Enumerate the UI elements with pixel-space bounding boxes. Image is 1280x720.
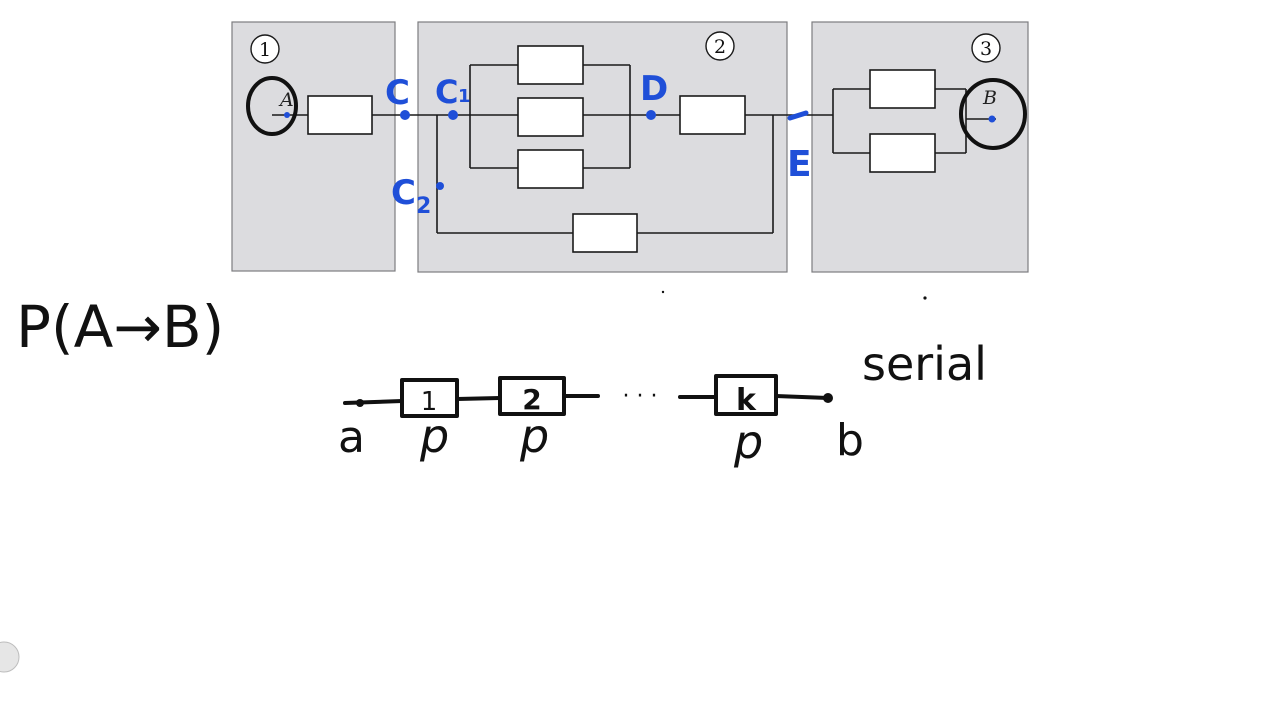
component-box bbox=[679, 95, 746, 135]
component-box bbox=[307, 95, 373, 135]
component-box bbox=[572, 213, 638, 253]
serial-label: serial bbox=[862, 337, 987, 391]
series-p-1: p bbox=[419, 409, 449, 463]
annotation-c1: C 1 bbox=[435, 73, 471, 120]
component-box bbox=[517, 97, 584, 137]
svg-text:C: C bbox=[385, 73, 410, 113]
svg-text:E: E bbox=[787, 144, 812, 185]
circle-around-a bbox=[246, 76, 298, 136]
svg-text:C: C bbox=[435, 73, 458, 111]
component-box bbox=[517, 149, 584, 189]
panel-2-number: 2 bbox=[714, 36, 726, 58]
svg-text:1: 1 bbox=[458, 86, 471, 107]
series-endpoint-a: a bbox=[338, 412, 365, 463]
panel-2-badge: 2 bbox=[705, 31, 735, 61]
annotation-c2: C 2 bbox=[391, 173, 444, 219]
series-block-1-label: 1 bbox=[421, 387, 438, 417]
node-a-label: A bbox=[278, 89, 294, 111]
annotation-e: E bbox=[787, 110, 812, 185]
annotation-c: C bbox=[385, 73, 410, 120]
circuit-wires bbox=[272, 64, 996, 234]
stray-dot bbox=[923, 296, 927, 300]
svg-text:D: D bbox=[640, 69, 668, 109]
svg-text:2: 2 bbox=[416, 194, 431, 219]
series-chain bbox=[343, 374, 833, 418]
panel-3-badge: 3 bbox=[971, 33, 1001, 63]
series-block-k-label: k bbox=[736, 383, 757, 418]
node-a-dot bbox=[284, 112, 290, 118]
stray-dot bbox=[661, 290, 665, 294]
svg-text:C: C bbox=[391, 173, 416, 213]
probability-expression: P(A→B) bbox=[16, 293, 224, 361]
panel-1 bbox=[231, 21, 396, 272]
series-ellipsis: · · · bbox=[623, 384, 658, 409]
panel-1-number: 1 bbox=[259, 39, 271, 61]
series-p-2: p bbox=[519, 409, 549, 463]
component-box bbox=[869, 69, 936, 109]
component-box bbox=[869, 133, 936, 173]
pointer-cursor-icon bbox=[0, 641, 20, 673]
component-box bbox=[517, 45, 584, 85]
circle-around-b bbox=[959, 78, 1027, 150]
series-block-2-label: 2 bbox=[522, 383, 541, 416]
series-endpoint-b: b bbox=[836, 415, 864, 466]
node-b-dot bbox=[988, 115, 996, 123]
node-b-label: B bbox=[982, 87, 997, 109]
panel-1-badge: 1 bbox=[250, 34, 280, 64]
annotation-d: D bbox=[640, 69, 668, 120]
panel-3-number: 3 bbox=[980, 38, 992, 60]
series-p-k: p bbox=[733, 415, 763, 469]
